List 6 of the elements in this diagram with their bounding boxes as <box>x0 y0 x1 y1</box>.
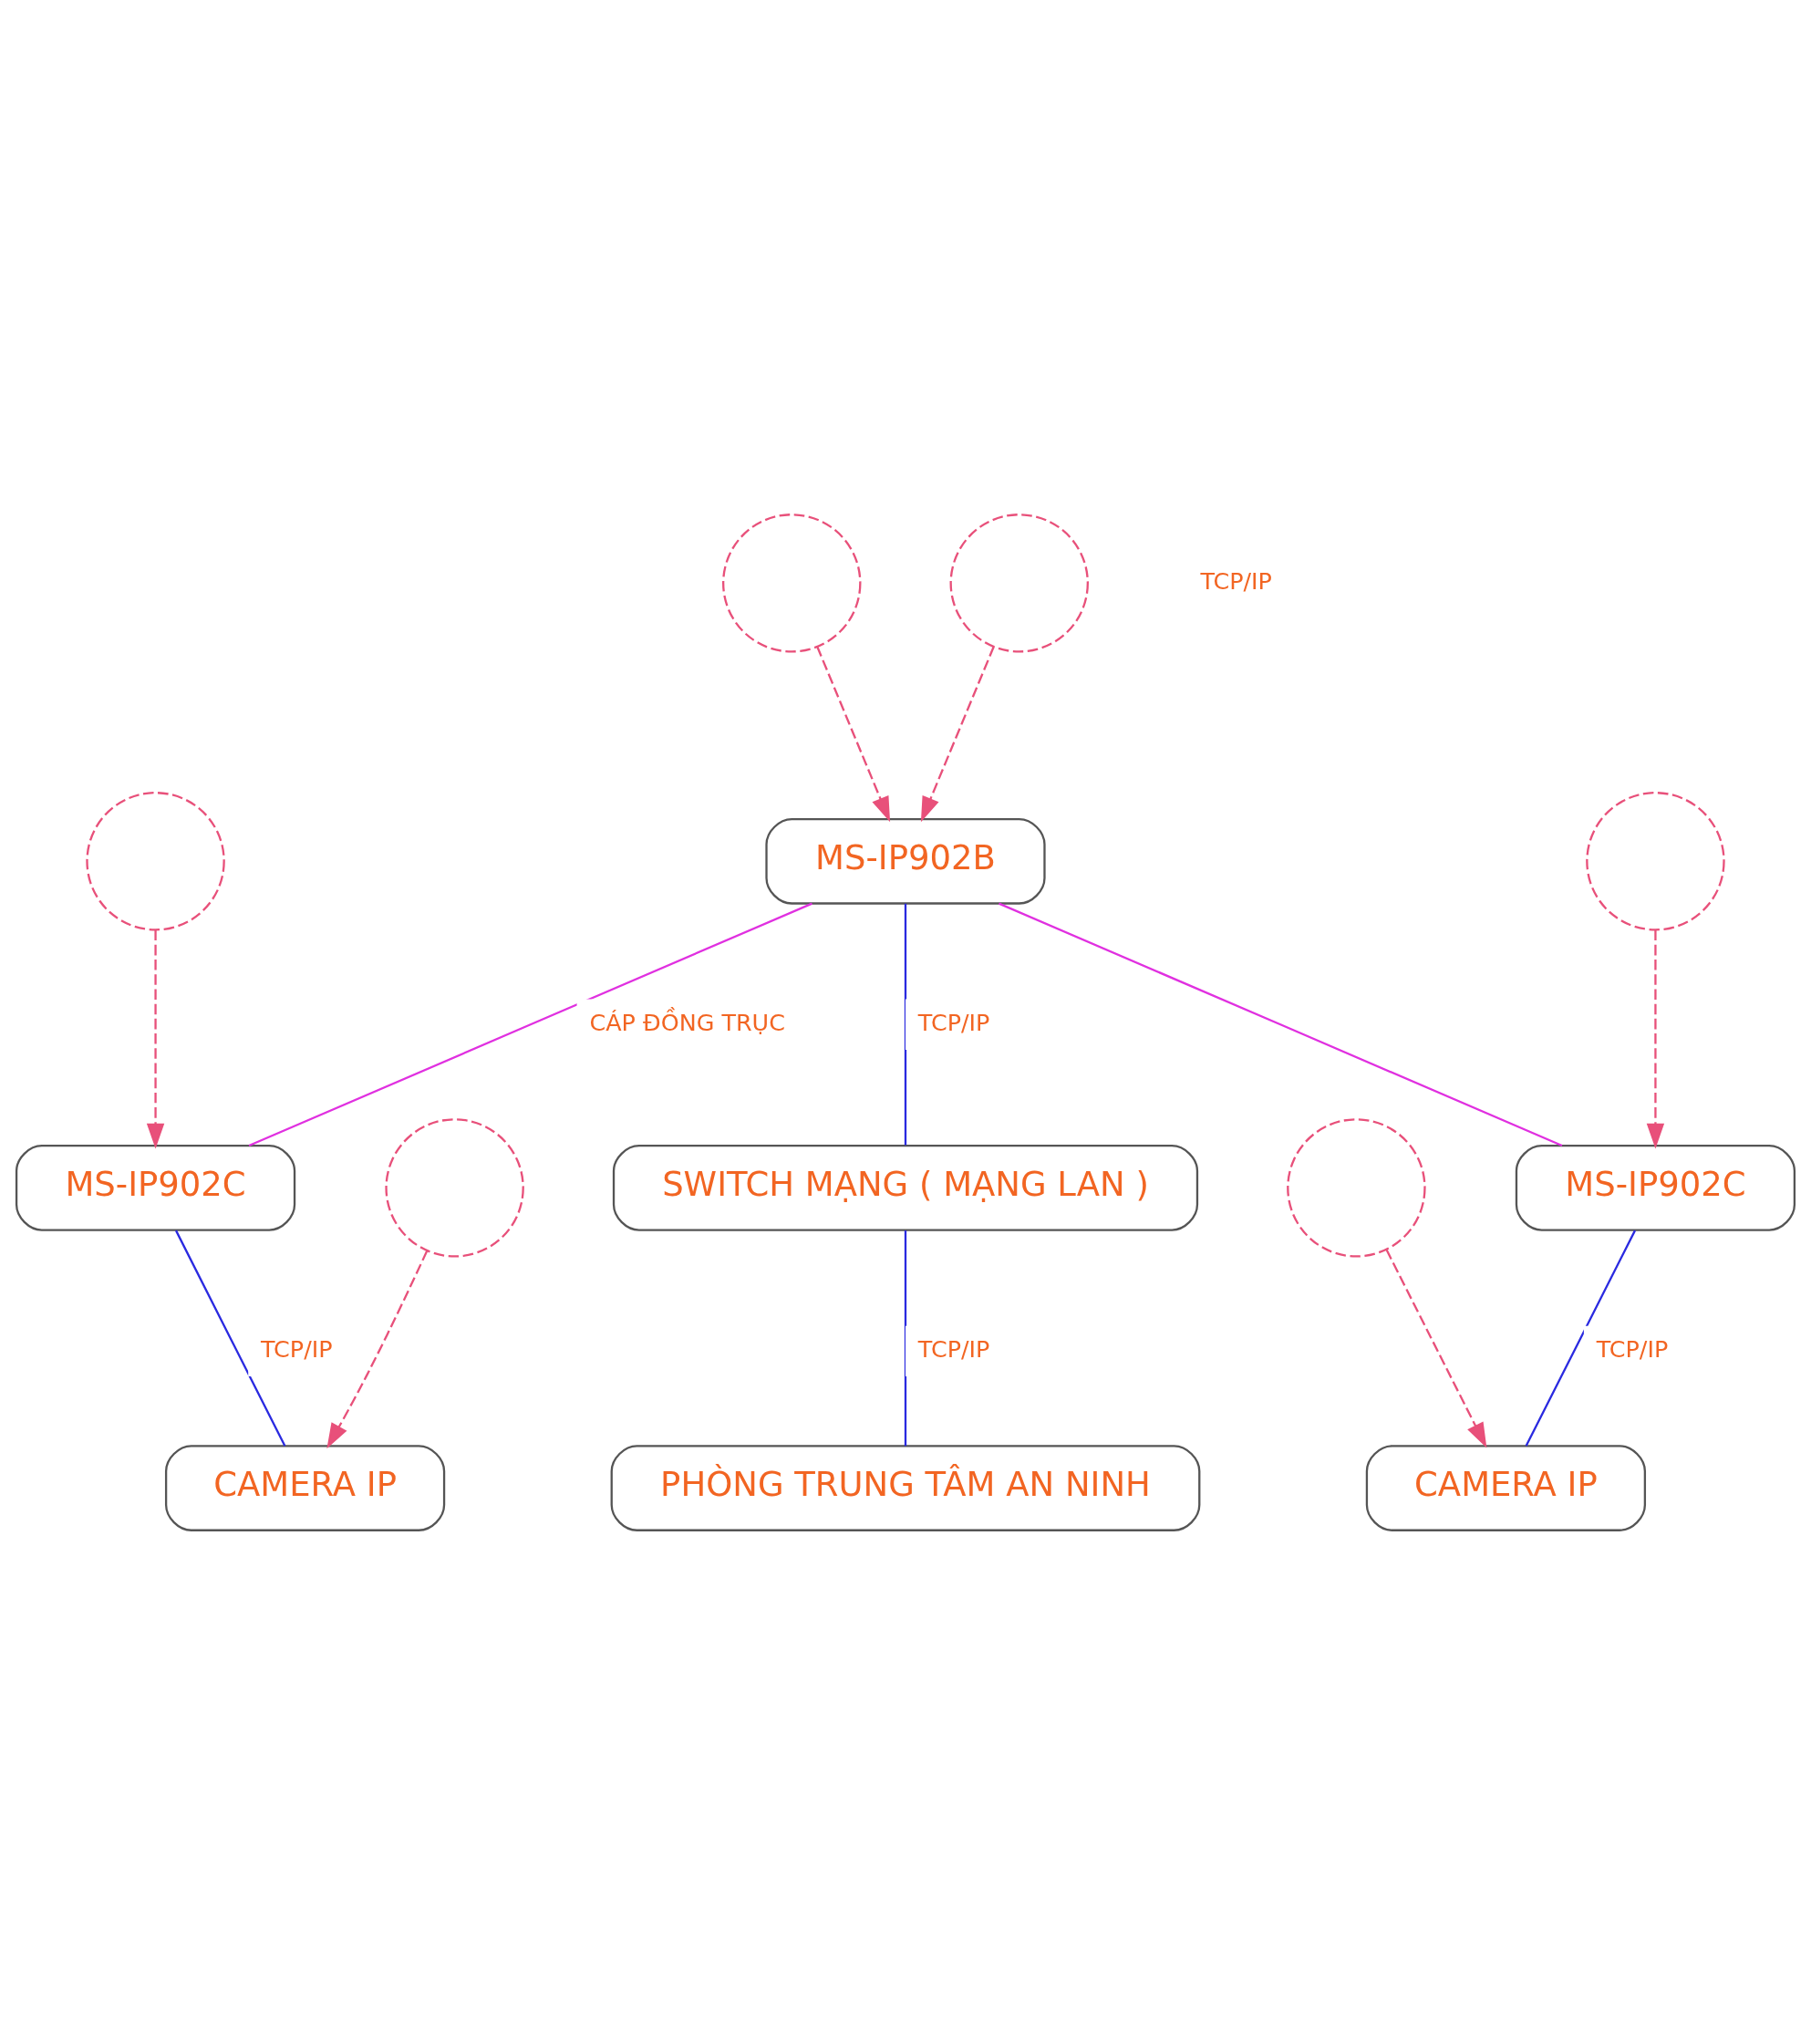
edge-label: CÁP ĐỒNG TRỤC <box>589 1008 785 1036</box>
edge-label: TCP/IP <box>917 1334 990 1363</box>
label: TCP/IP <box>1200 566 1272 595</box>
edge-label: TCP/IP <box>261 1334 333 1363</box>
edge-label: TCP/IP <box>1596 1334 1669 1363</box>
edge-label: TCP/IP <box>917 1008 990 1036</box>
